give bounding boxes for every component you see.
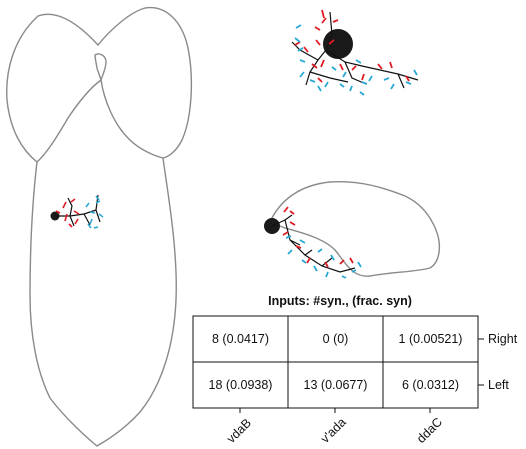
postsyn-small [85,195,104,229]
postsyn-top [294,24,418,96]
presyn-small [55,198,80,228]
cell-left-ddac: 6 (0.0312) [402,378,459,392]
cell-right-vada: 0 (0) [322,332,349,346]
soma-top [323,29,353,59]
row-label-right: Right [488,332,518,346]
neuron-side-view [264,180,441,279]
skeleton-side [271,214,356,273]
cns-midline-notch [94,53,107,83]
skeleton-top [291,11,419,89]
cell-right-ddac: 1 (0.00521) [398,332,463,346]
cell-left-vdab: 18 (0.0938) [208,378,273,392]
lateral-outline [269,180,441,277]
table-grid [192,315,484,413]
neuron-top-view [291,9,419,96]
presyn-top [294,9,410,83]
presyn-side [282,206,354,268]
neuron-in-cns [50,194,104,229]
cell-left-vada: 13 (0.0677) [303,378,368,392]
cns-lobe-divide [100,79,164,159]
row-label-left: Left [488,378,509,392]
postsyn-side [285,235,362,279]
table-title: Inputs: #syn., (frac. syn) [268,294,412,308]
cell-right-vdab: 8 (0.0417) [212,332,269,346]
cns-lobe-divide-left [36,79,102,163]
cns-outline [6,6,193,447]
